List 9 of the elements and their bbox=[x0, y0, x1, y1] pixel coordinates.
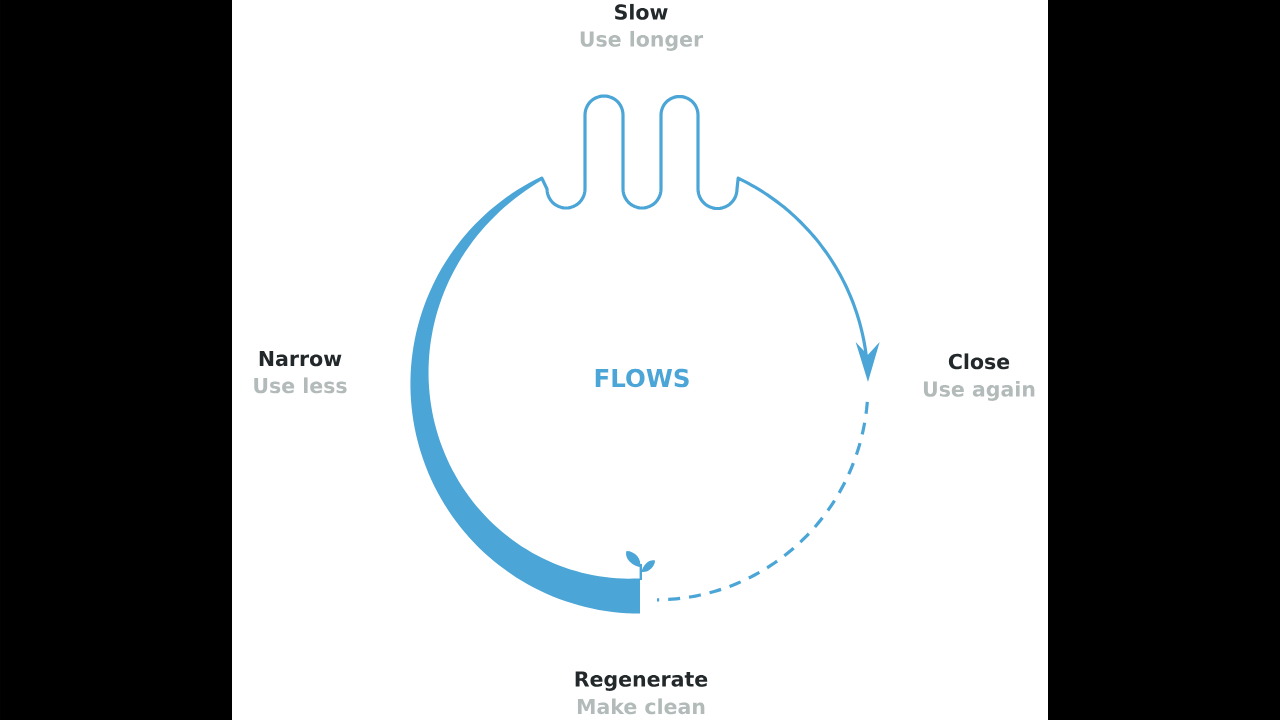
stage-hint: Use again bbox=[923, 380, 1035, 401]
stage-name: Close bbox=[948, 353, 1010, 370]
stage-hint: Use longer bbox=[580, 30, 704, 51]
center-title: FLOWS bbox=[595, 368, 689, 388]
stage-name: Regenerate bbox=[575, 671, 708, 691]
stage-name: Narrow bbox=[259, 351, 342, 367]
stage-hint: Make clean bbox=[577, 698, 705, 715]
stage-name: Slow bbox=[615, 3, 668, 20]
stage-hint: Use less bbox=[254, 377, 347, 394]
